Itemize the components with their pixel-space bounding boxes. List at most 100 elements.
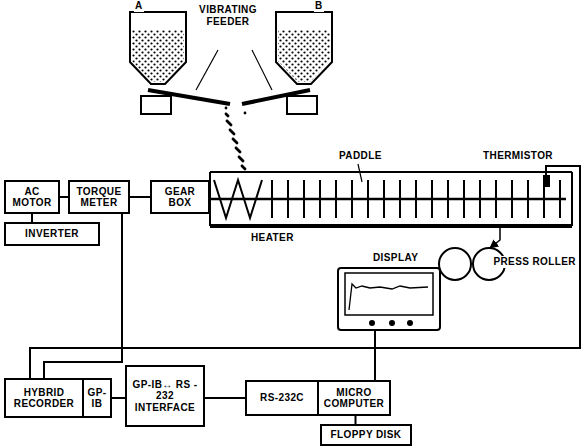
box-text: HYBRID RECORDER — [9, 387, 79, 410]
paddle — [319, 180, 321, 218]
part-label: HEATER — [250, 232, 295, 244]
leader-line — [358, 164, 362, 182]
falling-granules — [225, 107, 247, 171]
part-label: DISPLAY — [372, 252, 419, 264]
leader-line — [252, 50, 272, 90]
granule — [233, 133, 236, 136]
box-text: INVERTER — [25, 228, 79, 240]
part-label: PADDLE — [338, 150, 383, 162]
granule — [241, 165, 244, 168]
paddle — [351, 180, 353, 218]
feeder-drive-b — [287, 96, 317, 114]
hopper-label: B — [314, 0, 324, 12]
hopper-label: A — [134, 0, 144, 12]
granule — [232, 138, 235, 141]
paddles — [272, 180, 560, 218]
granule — [239, 151, 242, 154]
granule — [235, 141, 238, 144]
paddle — [431, 180, 433, 218]
granule — [240, 158, 243, 161]
granule — [242, 160, 245, 163]
granule — [226, 114, 229, 117]
paddle — [495, 180, 497, 218]
leader-line — [196, 50, 218, 90]
signal-wire — [374, 330, 376, 380]
heater-band — [210, 224, 572, 228]
recorder-box: HYBRID RECORDER — [4, 378, 84, 418]
paddle — [367, 180, 369, 218]
knob — [369, 320, 375, 326]
hopper-a-powder — [132, 30, 184, 82]
hopper-b — [276, 12, 332, 84]
granule — [243, 167, 246, 170]
granule — [228, 122, 231, 125]
screw-flight — [214, 180, 262, 218]
part-label: PRESS ROLLER — [492, 256, 577, 268]
granule — [244, 168, 247, 171]
display-monitor — [338, 268, 440, 330]
box-text: RS-232C — [260, 392, 304, 404]
paddle — [527, 180, 529, 218]
paddle — [383, 180, 385, 218]
torque-trace — [349, 284, 428, 310]
box-text: GP-IB↔ RS - 232 INTERFACE — [130, 379, 200, 414]
granule — [227, 121, 230, 124]
paddle — [447, 180, 449, 218]
knob — [389, 320, 395, 326]
feeder-chute-b — [242, 90, 310, 104]
paddle — [287, 180, 289, 218]
box-text: AC MOTOR — [9, 186, 55, 209]
connector-wire — [355, 416, 357, 424]
trough-wall — [210, 171, 572, 173]
box-text: FLOPPY DISK — [331, 429, 402, 441]
granule — [229, 123, 232, 126]
display-screen — [345, 273, 433, 315]
granule — [230, 124, 233, 127]
granule — [229, 129, 232, 132]
inverter-box: INVERTER — [4, 222, 100, 246]
outlet-arrow — [490, 228, 500, 248]
box-text: GEAR BOX — [155, 186, 205, 209]
press-roller — [439, 248, 471, 280]
paddle — [415, 180, 417, 218]
granule — [236, 148, 239, 151]
port-box: RS-232C — [245, 380, 319, 416]
granule — [234, 140, 237, 143]
granule — [242, 166, 245, 169]
box-text: GP-IB — [87, 387, 107, 410]
granule — [225, 107, 228, 110]
signal-wire — [30, 166, 580, 378]
granule — [244, 112, 247, 115]
motor-box: AC MOTOR — [4, 180, 60, 214]
disk-box: FLOPPY DISK — [320, 424, 412, 446]
hopper-a — [130, 12, 186, 84]
connector-wire — [60, 196, 68, 198]
paddle — [271, 180, 273, 218]
feeder-drive-a — [141, 96, 171, 114]
paddle — [559, 180, 561, 218]
paddle — [479, 180, 481, 218]
thermistor-probe — [543, 175, 550, 187]
granule — [233, 139, 236, 142]
granule — [239, 157, 242, 160]
gear-box: GEAR BOX — [150, 180, 210, 214]
paddle — [335, 180, 337, 218]
interface-port-box: GP-IB — [82, 378, 112, 418]
box-text: MICRO COMPUTER — [322, 387, 386, 410]
connector-wire — [130, 196, 150, 198]
interface-box: GP-IB↔ RS - 232 INTERFACE — [125, 365, 205, 427]
knob — [407, 320, 413, 326]
granule — [235, 147, 238, 150]
part-label: THERMISTOR — [482, 150, 554, 162]
granule — [238, 156, 241, 159]
computer-box: MICRO COMPUTER — [317, 380, 391, 416]
granule — [241, 159, 244, 162]
part-label: VIBRATING FEEDER — [196, 4, 260, 27]
feeder-chute-a — [148, 90, 230, 104]
paddle — [463, 180, 465, 218]
connector-wire — [205, 397, 245, 399]
granule — [227, 115, 230, 118]
connector-wire — [112, 397, 125, 399]
box-text: TORQUE METER — [73, 186, 125, 209]
granule — [225, 113, 228, 116]
